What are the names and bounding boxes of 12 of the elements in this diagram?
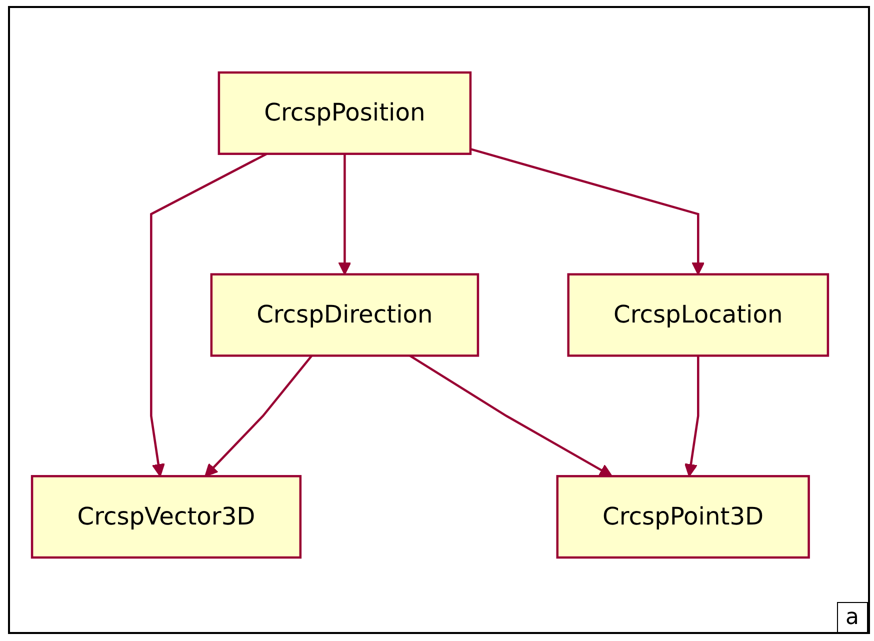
arrow xyxy=(338,154,352,275)
arrow xyxy=(150,152,268,477)
arrow xyxy=(204,354,313,477)
arrow xyxy=(409,354,612,477)
arrow xyxy=(470,148,705,275)
node-box: CrcspDirection xyxy=(210,273,480,357)
node-box: CrcspPosition xyxy=(218,71,472,155)
node-box: CrcspVector3D xyxy=(30,475,302,559)
corner-label: a xyxy=(836,602,868,633)
node-box: CrcspPoint3D xyxy=(556,475,810,559)
arrow xyxy=(684,356,700,477)
node-box: CrcspLocation xyxy=(567,273,830,357)
